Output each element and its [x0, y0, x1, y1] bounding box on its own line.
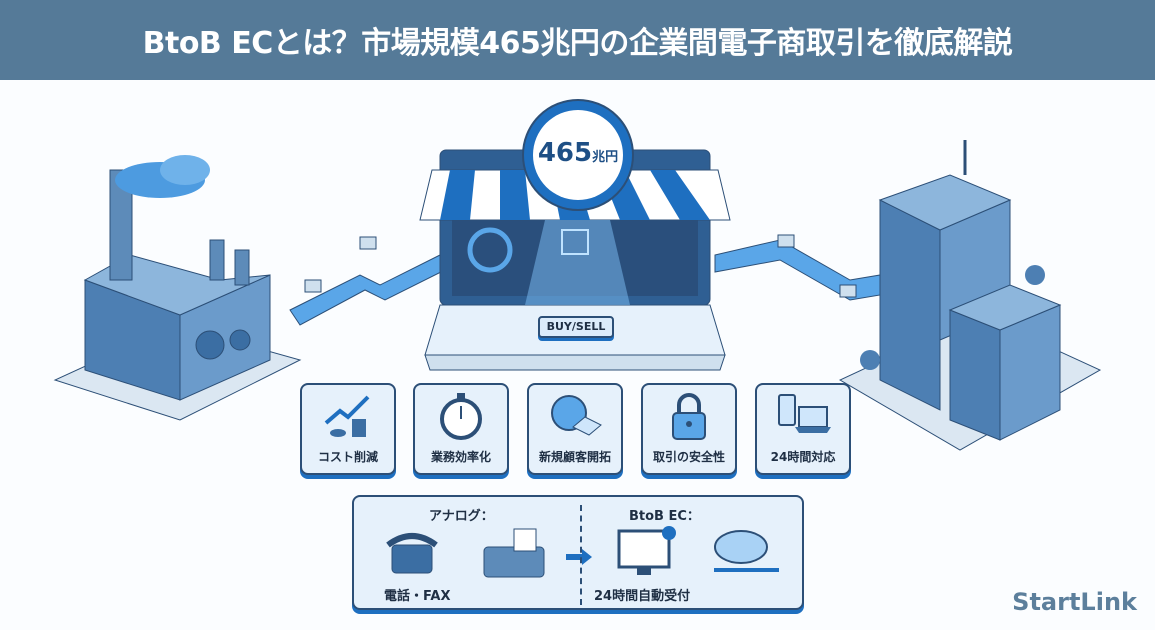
devices-icon — [778, 394, 831, 433]
ec-caption: 24時間自動受付 — [594, 589, 691, 604]
feature-label: 24時間対応 — [770, 450, 836, 464]
chart-coins-icon — [324, 395, 370, 437]
market-size-badge — [522, 99, 634, 211]
feature-card-efficiency: 業務効率化 — [413, 383, 509, 475]
badge-number: 465 — [537, 138, 593, 168]
feature-label: 業務効率化 — [430, 450, 491, 464]
analog-title: アナログ： — [429, 509, 494, 524]
stopwatch-icon — [440, 393, 482, 440]
divider — [580, 505, 582, 605]
brand-logo: StartLink — [1012, 588, 1137, 616]
buy-sell-button[interactable]: BUY/SELL — [538, 316, 614, 338]
phone-fax-icons — [386, 528, 545, 578]
lock-icon — [672, 393, 706, 440]
feature-card-new-customers: 新規顧客開拓 — [527, 383, 623, 475]
feature-label: 取引の安全性 — [652, 450, 725, 464]
feature-card-security: 取引の安全性 — [641, 383, 737, 475]
conveyor-left — [289, 236, 446, 326]
analog-vs-ec-panel: アナログ： 電話・FAX BtoB EC： 24時間自動受付 — [352, 495, 804, 610]
office-building-icon — [838, 140, 1102, 451]
badge-unit: 兆円 — [592, 150, 619, 165]
ec-title: BtoB EC： — [629, 509, 700, 524]
ec-icons — [617, 526, 779, 575]
title-text: BtoB ECとは？市場規模465兆円の企業間電子商取引を徹底解説 — [142, 26, 1013, 61]
feature-card-cost: コスト削減 — [300, 383, 396, 475]
factory-icon — [53, 155, 302, 421]
analog-caption: 電話・FAX — [384, 589, 451, 604]
globe-handshake-icon — [551, 395, 602, 436]
badge-value: 465兆円 — [523, 138, 633, 168]
feature-label: コスト削減 — [317, 450, 378, 464]
page-title: BtoB ECとは？市場規模465兆円の企業間電子商取引を徹底解説 — [0, 0, 1155, 80]
arrow-right-icon — [566, 549, 592, 565]
illustration — [53, 99, 1102, 451]
conveyor-right — [714, 234, 881, 301]
feature-card-24h: 24時間対応 — [755, 383, 851, 475]
feature-label: 新規顧客開拓 — [538, 450, 611, 464]
